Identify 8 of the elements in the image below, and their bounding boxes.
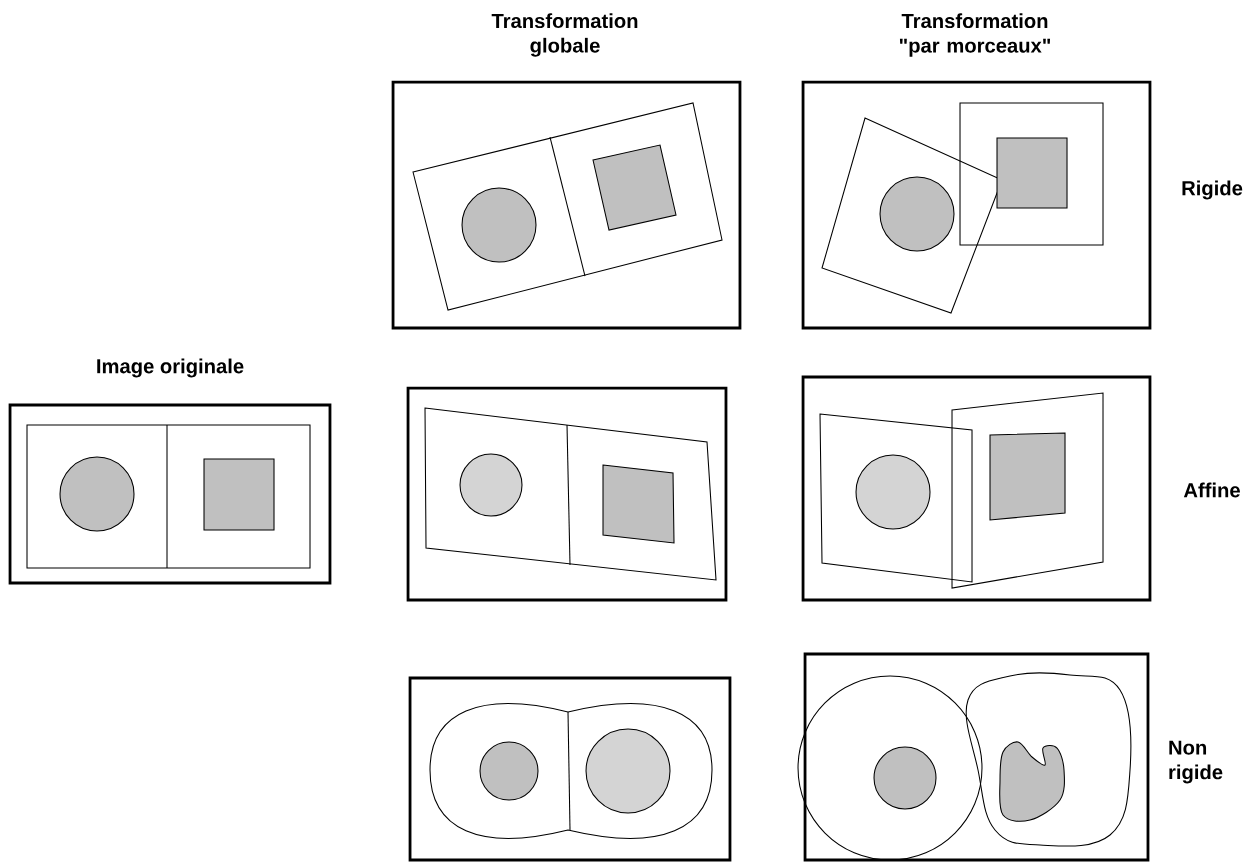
panel-heading: Image originale — [97, 358, 244, 378]
image-panel — [801, 375, 1152, 602]
image-panel — [391, 80, 742, 330]
image-panel — [8, 358, 332, 585]
image-panel — [408, 676, 732, 862]
row-label: Rigide — [1182, 180, 1243, 200]
image-panel — [406, 386, 728, 602]
image-panel — [801, 80, 1152, 330]
